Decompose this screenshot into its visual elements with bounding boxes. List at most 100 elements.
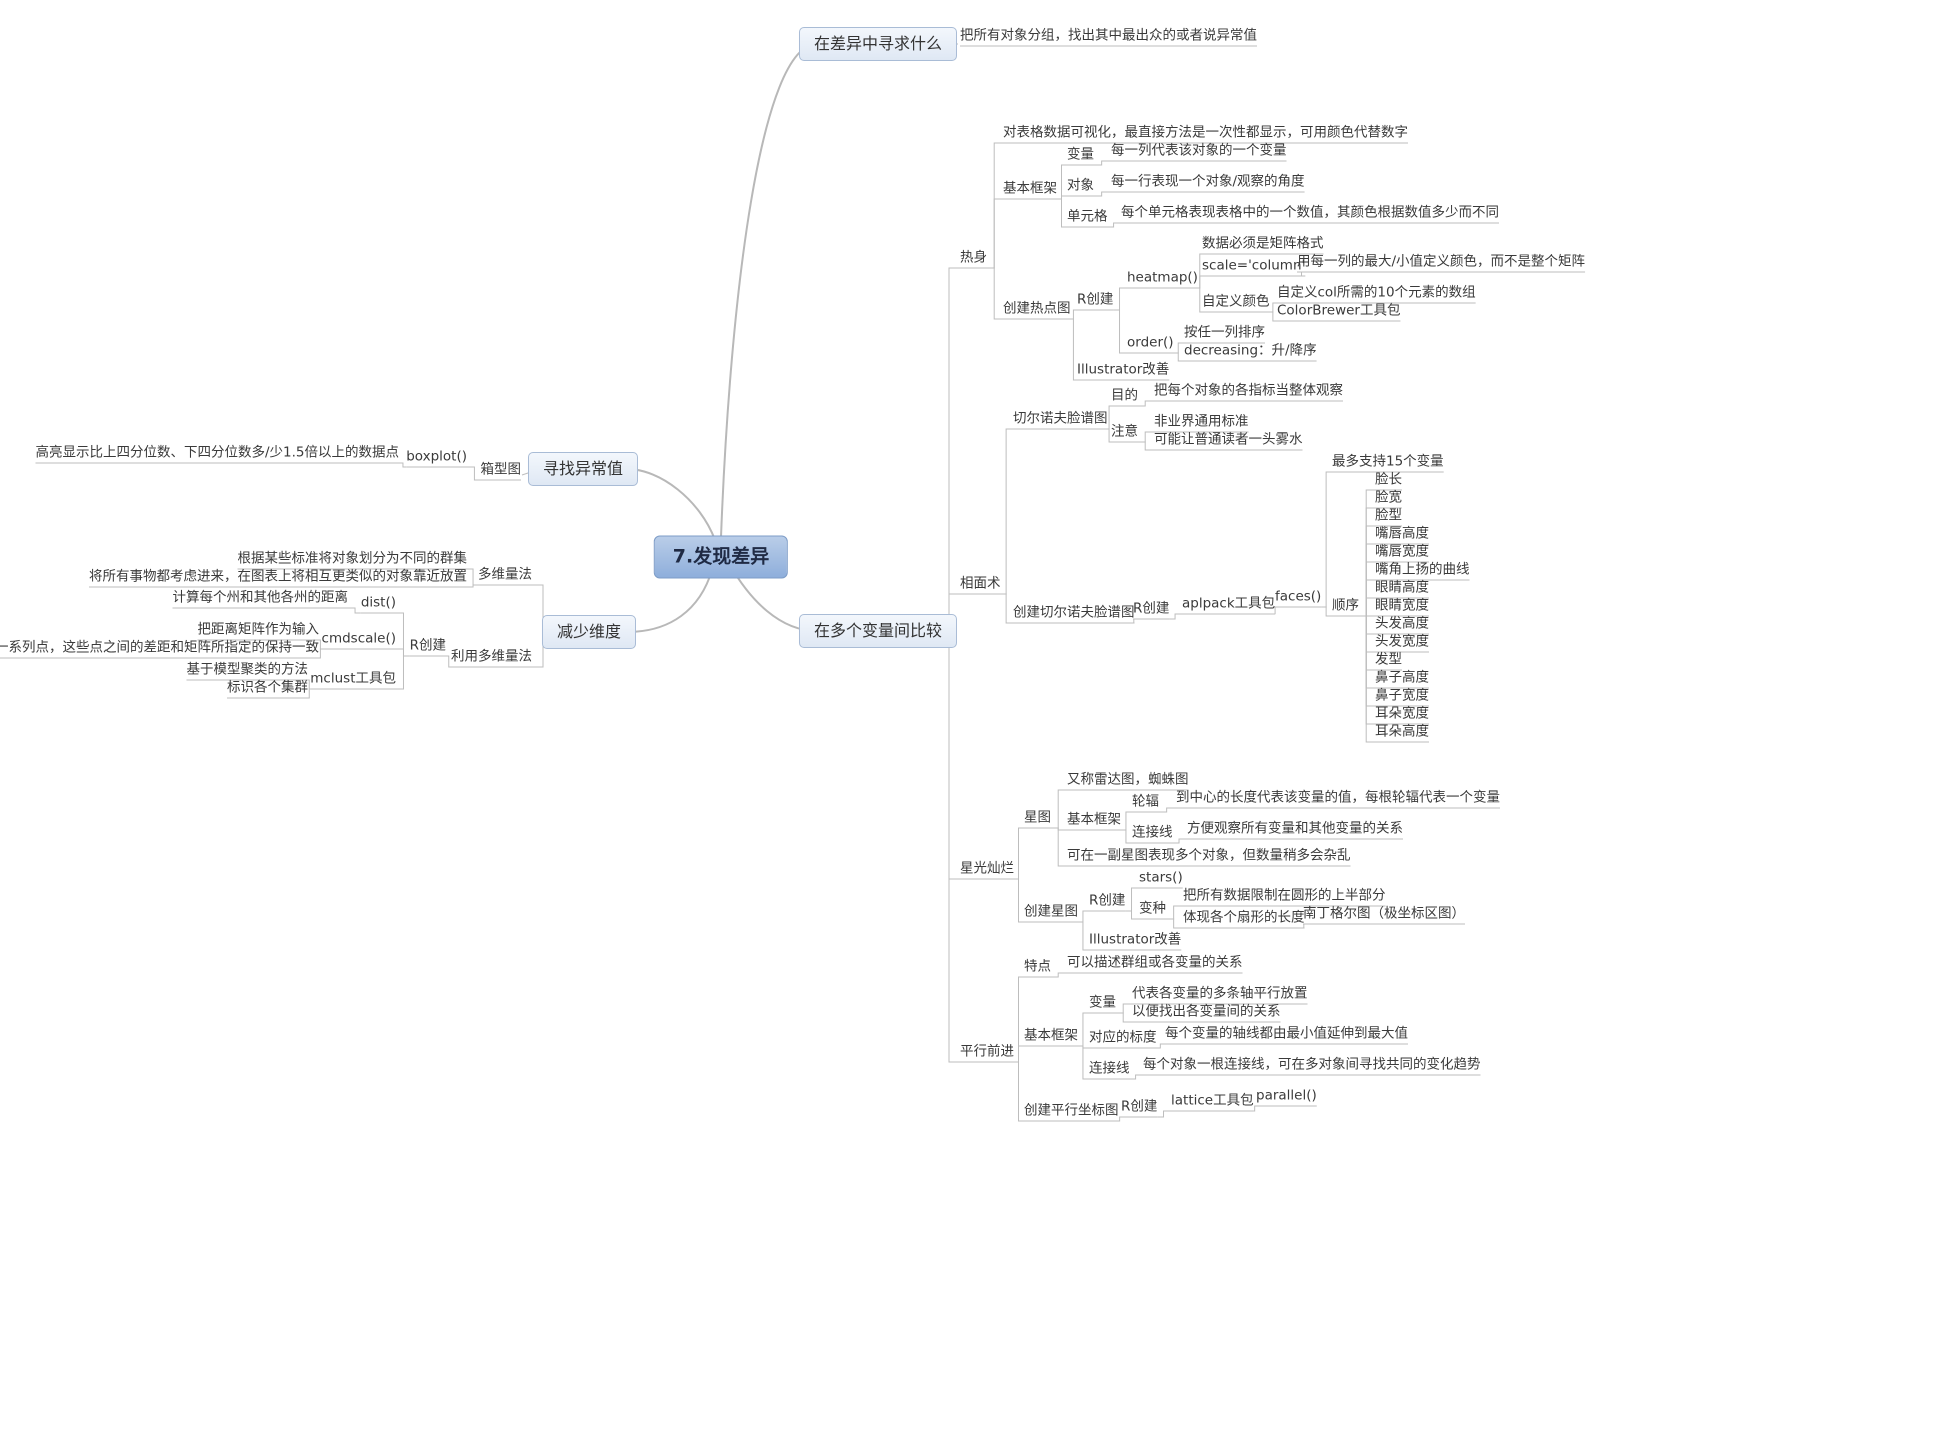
- node-pc2a[interactable]: 变量: [1089, 994, 1116, 1011]
- node-w1[interactable]: 对表格数据可视化，最直接方法是一次性都显示，可用颜色代替数字: [1003, 124, 1408, 141]
- node-pc2c1[interactable]: 每个对象一根连接线，可在多对象间寻找共同的变化趋势: [1143, 1056, 1481, 1073]
- faces-variable[interactable]: 头发宽度: [1375, 633, 1429, 650]
- node-p1b1[interactable]: 非业界通用标准: [1154, 413, 1249, 430]
- faces-variable[interactable]: 嘴角上扬的曲线: [1375, 561, 1470, 578]
- node-pc3a1[interactable]: lattice工具包: [1171, 1092, 1254, 1109]
- node-w3a1a[interactable]: 数据必须是矩阵格式: [1202, 235, 1324, 252]
- node-p1[interactable]: 切尔诺夫脸谱图: [1013, 410, 1108, 427]
- node-w2[interactable]: 基本框架: [1003, 180, 1057, 197]
- node-s1b2a[interactable]: 方便观察所有变量和其他变量的关系: [1187, 820, 1403, 837]
- node-w3a1b1[interactable]: 用每一列的最大/小值定义颜色，而不是整个矩阵: [1297, 253, 1586, 270]
- node-s1b1a[interactable]: 到中心的长度代表该变量的值，每根轮辐代表一个变量: [1176, 789, 1500, 806]
- faces-variable[interactable]: 发型: [1375, 651, 1402, 668]
- node-w3a1c1[interactable]: 自定义col所需的10个元素的数组: [1277, 284, 1476, 301]
- node-d1[interactable]: 多维量法: [478, 566, 532, 583]
- node-d2a2a[interactable]: 把距离矩阵作为输入: [197, 621, 320, 638]
- node-o1[interactable]: 箱型图: [480, 461, 522, 478]
- node-n1a[interactable]: 把所有对象分组，找出其中最出众的或者说异常值: [960, 27, 1257, 44]
- node-pc3a1a[interactable]: parallel(): [1256, 1087, 1317, 1104]
- node-p2a[interactable]: R创建: [1133, 600, 1170, 617]
- faces-variable[interactable]: 耳朵宽度: [1375, 705, 1429, 722]
- node-s2b[interactable]: Illustrator改善: [1089, 931, 1182, 948]
- node-o1a[interactable]: boxplot(): [406, 448, 467, 465]
- node-pc2a1[interactable]: 代表各变量的多条轴平行放置: [1132, 985, 1308, 1002]
- node-d2a3[interactable]: mclust工具包: [310, 670, 396, 687]
- node-s1a[interactable]: 又称雷达图，蜘蛛图: [1067, 771, 1189, 788]
- node-w2a[interactable]: 变量: [1067, 146, 1094, 163]
- node-s2a2a[interactable]: 把所有数据限制在圆形的上半部分: [1183, 887, 1386, 904]
- node-pc2a2[interactable]: 以便找出各变量间的关系: [1132, 1003, 1281, 1020]
- node-o1a1[interactable]: 高亮显示比上四分位数、下四分位数多/少1.5倍以上的数据点: [35, 444, 399, 461]
- node-d1b[interactable]: 将所有事物都考虑进来，在图表上将相互更类似的对象靠近放置: [89, 568, 467, 585]
- faces-variable[interactable]: 脸长: [1375, 471, 1402, 488]
- node-w3b[interactable]: Illustrator改善: [1077, 361, 1170, 378]
- node-w2c[interactable]: 单元格: [1067, 208, 1108, 225]
- node-d2a2[interactable]: cmdscale(): [321, 630, 396, 647]
- node-s2a2[interactable]: 变种: [1139, 900, 1166, 917]
- node-pc3[interactable]: 创建平行坐标图: [1024, 1102, 1119, 1119]
- node-stars[interactable]: 星光灿烂: [960, 860, 1014, 877]
- node-w3a[interactable]: R创建: [1077, 291, 1114, 308]
- node-p2[interactable]: 创建切尔诺夫脸谱图: [1013, 604, 1135, 621]
- node-p1b[interactable]: 注意: [1111, 423, 1138, 440]
- node-s2a[interactable]: R创建: [1089, 892, 1126, 909]
- node-pc1a[interactable]: 可以描述群组或各变量的关系: [1067, 954, 1243, 971]
- node-w3[interactable]: 创建热点图: [1003, 300, 1071, 317]
- node-parallel[interactable]: 平行前进: [960, 1043, 1014, 1060]
- node-s1c[interactable]: 可在一副星图表现多个对象，但数量稍多会杂乱: [1067, 847, 1351, 864]
- node-s1b1[interactable]: 轮辐: [1132, 793, 1159, 810]
- node-pc2b[interactable]: 对应的标度: [1089, 1029, 1157, 1046]
- node-w3a2[interactable]: order(): [1127, 334, 1174, 351]
- node-warmup[interactable]: 热身: [960, 249, 987, 266]
- node-pc1[interactable]: 特点: [1024, 958, 1051, 975]
- node-physiognomy[interactable]: 相面术: [960, 575, 1001, 592]
- node-w2b1[interactable]: 每一行表现一个对象/观察的角度: [1111, 173, 1305, 190]
- node-p2a1a[interactable]: faces(): [1275, 588, 1322, 605]
- node-d2a[interactable]: R创建: [409, 637, 446, 654]
- node-w3a1c[interactable]: 自定义颜色: [1202, 293, 1270, 310]
- node-s1[interactable]: 星图: [1024, 809, 1051, 826]
- faces-variable[interactable]: 嘴唇宽度: [1375, 543, 1429, 560]
- node-w2c1[interactable]: 每个单元格表现表格中的一个数值，其颜色根据数值多少而不同: [1121, 204, 1499, 221]
- faces-variable[interactable]: 耳朵高度: [1375, 723, 1429, 740]
- faces-variable[interactable]: 脸宽: [1375, 489, 1402, 506]
- node-p2a1[interactable]: aplpack工具包: [1182, 595, 1276, 612]
- faces-variable[interactable]: 头发高度: [1375, 615, 1429, 632]
- node-w3a1b[interactable]: scale='column': [1202, 257, 1306, 274]
- node-p1b2[interactable]: 可能让普通读者一头雾水: [1154, 431, 1303, 448]
- faces-variable[interactable]: 脸型: [1375, 507, 1402, 524]
- faces-variable[interactable]: 鼻子高度: [1375, 669, 1429, 686]
- node-p1a[interactable]: 目的: [1111, 387, 1138, 404]
- node-w3a1[interactable]: heatmap(): [1127, 269, 1198, 286]
- faces-variable[interactable]: 眼睛宽度: [1375, 597, 1429, 614]
- faces-variable[interactable]: 嘴唇高度: [1375, 525, 1429, 542]
- node-d2a3b[interactable]: 标识各个集群: [227, 679, 308, 696]
- node-s1b2[interactable]: 连接线: [1132, 824, 1173, 841]
- node-w2a1[interactable]: 每一列代表该对象的一个变量: [1111, 142, 1287, 159]
- node-w3a2a[interactable]: 按任一列排序: [1184, 324, 1265, 341]
- topic-seek-in-difference[interactable]: 在差异中寻求什么: [798, 27, 958, 61]
- topic-compare-variables[interactable]: 在多个变量间比较: [798, 614, 958, 648]
- node-pc3a[interactable]: R创建: [1121, 1098, 1158, 1115]
- node-pc2c[interactable]: 连接线: [1089, 1060, 1130, 1077]
- faces-variable[interactable]: 鼻子宽度: [1375, 687, 1429, 704]
- node-d2a1[interactable]: dist(): [360, 594, 396, 611]
- node-d1a[interactable]: 根据某些标准将对象划分为不同的群集: [237, 550, 468, 567]
- node-d2a3a[interactable]: 基于模型聚类的方法: [186, 661, 309, 678]
- node-w2b[interactable]: 对象: [1067, 177, 1094, 194]
- node-s1b[interactable]: 基本框架: [1067, 811, 1121, 828]
- node-s2a1[interactable]: stars(): [1139, 869, 1183, 886]
- node-p1a1[interactable]: 把每个对象的各指标当整体观察: [1154, 382, 1343, 399]
- node-s2a2b1[interactable]: 南丁格尔图（极坐标区图）: [1303, 905, 1465, 922]
- node-w3a1c2[interactable]: ColorBrewer工具包: [1277, 302, 1401, 319]
- node-p2a1a2[interactable]: 顺序: [1332, 597, 1359, 614]
- node-w3a2b[interactable]: decreasing：升/降序: [1184, 342, 1317, 359]
- node-d2[interactable]: 利用多维量法: [451, 648, 532, 665]
- node-pc2[interactable]: 基本框架: [1024, 1027, 1078, 1044]
- root-topic[interactable]: 7.发现差异: [653, 535, 789, 579]
- node-s2[interactable]: 创建星图: [1024, 903, 1078, 920]
- topic-reduce-dimensions[interactable]: 减少维度: [541, 615, 637, 649]
- faces-variable[interactable]: 眼睛高度: [1375, 579, 1429, 596]
- node-pc2b1[interactable]: 每个变量的轴线都由最小值延伸到最大值: [1165, 1025, 1408, 1042]
- topic-find-outliers[interactable]: 寻找异常值: [527, 452, 639, 486]
